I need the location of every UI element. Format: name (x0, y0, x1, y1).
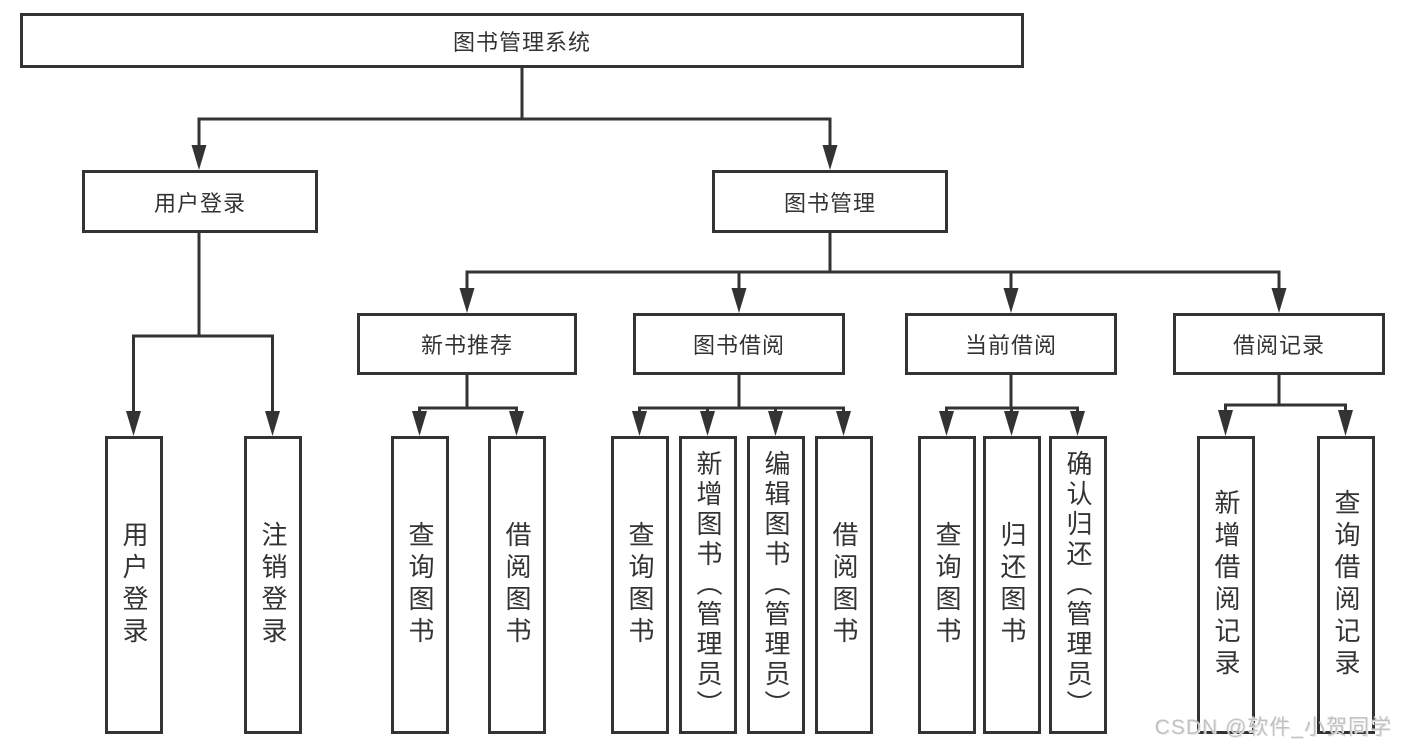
leaf-label: 归还图书 (997, 521, 1027, 649)
node-current-borrowing: 当前借阅 (905, 313, 1117, 375)
node-user-login: 用户登录 (82, 170, 318, 233)
leaf-label: 确认归还（管理员） (1063, 450, 1093, 720)
node-label: 用户登录 (153, 190, 246, 216)
leaf-label: 用户登录 (119, 521, 149, 649)
leaf-user-login: 用户登录 (105, 436, 163, 734)
leaf-add-books-admin: 新增图书（管理员） (679, 436, 737, 734)
leaf-label: 查询图书 (405, 521, 435, 649)
leaf-label: 查询借阅记录 (1331, 489, 1361, 681)
leaf-query-books-1: 查询图书 (391, 436, 449, 734)
leaf-query-books-2: 查询图书 (611, 436, 669, 734)
leaf-label: 注销登录 (258, 521, 288, 649)
node-label: 新书推荐 (420, 333, 513, 358)
leaf-add-borrow-record: 新增借阅记录 (1197, 436, 1255, 734)
connector-current-borrow-group (939, 375, 1085, 436)
leaf-label: 编辑图书（管理员） (761, 450, 791, 720)
connector-book-borrow-group (632, 375, 851, 436)
leaf-edit-books-admin: 编辑图书（管理员） (747, 436, 805, 734)
leaf-label: 借阅图书 (502, 521, 532, 649)
node-label: 图书管理 (783, 190, 876, 216)
node-new-book-recommendation: 新书推荐 (357, 313, 577, 375)
csdn-watermark: CSDN @软件_小贺同学 (1154, 716, 1392, 739)
leaf-query-books-3: 查询图书 (918, 436, 976, 734)
node-label: 图书管理系统 (452, 29, 591, 55)
leaf-label: 借阅图书 (829, 521, 859, 649)
leaf-query-borrow-record: 查询借阅记录 (1317, 436, 1375, 734)
connector-borrow-records-group (1218, 375, 1353, 436)
connector-root-to-branches (191, 68, 838, 170)
leaf-label: 查询图书 (932, 521, 962, 649)
node-borrowing-records: 借阅记录 (1173, 313, 1385, 375)
node-library-management-system: 图书管理系统 (20, 13, 1024, 68)
leaf-logout: 注销登录 (244, 436, 302, 734)
connector-user-login-group (126, 233, 280, 436)
leaf-label: 新增借阅记录 (1211, 489, 1241, 681)
leaf-label: 查询图书 (625, 521, 655, 649)
leaf-borrow-books-2: 借阅图书 (815, 436, 873, 734)
leaf-confirm-return-admin: 确认归还（管理员） (1049, 436, 1107, 734)
node-book-management: 图书管理 (712, 170, 948, 233)
leaf-return-books: 归还图书 (983, 436, 1041, 734)
connector-new-books-group (412, 375, 524, 436)
node-book-borrowing: 图书借阅 (633, 313, 845, 375)
node-label: 借阅记录 (1232, 333, 1325, 358)
leaf-label: 新增图书（管理员） (693, 450, 723, 720)
node-label: 图书借阅 (692, 333, 785, 358)
connector-book-mgmt-to-modules (459, 233, 1287, 313)
leaf-borrow-books-1: 借阅图书 (488, 436, 546, 734)
node-label: 当前借阅 (964, 333, 1057, 358)
